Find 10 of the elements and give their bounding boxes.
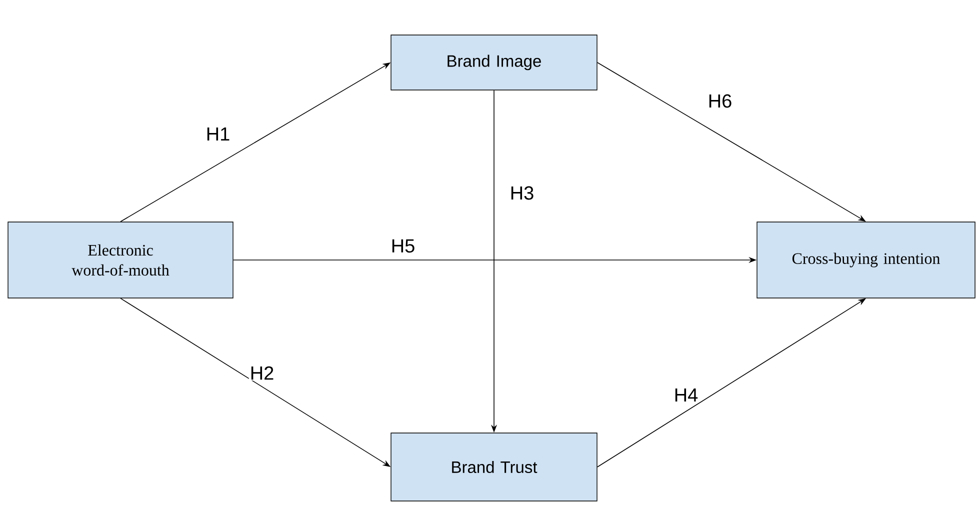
concept-box: Brand Trust: [390, 432, 598, 502]
edge-label: H5: [390, 238, 416, 254]
edge-label: H4: [672, 387, 700, 403]
edge-label: H6: [706, 93, 734, 109]
concept-box: Electronic word-of-mouth: [8, 222, 234, 298]
concept-box: Cross-buying intention: [756, 222, 976, 298]
edge-label: H3: [508, 185, 536, 201]
edge-label: H1: [204, 126, 232, 142]
edge-label: H2: [248, 365, 276, 381]
concept-box: Brand Image: [390, 34, 598, 90]
